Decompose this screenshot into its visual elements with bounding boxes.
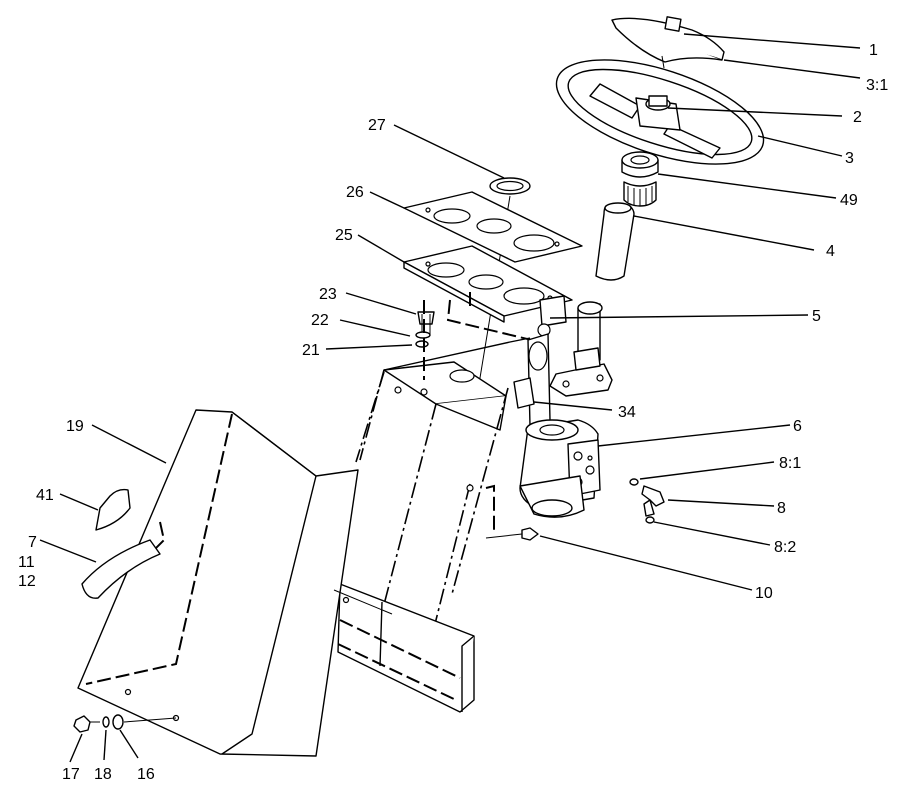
column-frame-part: [355, 371, 509, 661]
handle-7-part: [81, 539, 161, 599]
decal-part: [513, 377, 535, 409]
fitting-group: [629, 478, 665, 524]
callout-41: 41: [36, 487, 54, 504]
support-plate-part: [383, 300, 507, 431]
lower-tube-part: [337, 583, 475, 713]
callout-10: 10: [755, 585, 773, 602]
callout-12: 12: [18, 573, 36, 590]
callout-25: 25: [335, 227, 353, 244]
callout-22: 22: [311, 312, 329, 329]
steering-wheel-part: [555, 59, 765, 165]
callout-1: 1: [869, 42, 878, 59]
column-tube-part: [549, 301, 613, 397]
gasket-plate-part: [403, 191, 583, 263]
callout-17: 17: [62, 766, 80, 783]
callout-21: 21: [302, 342, 320, 359]
callout-8-1: 8:1: [779, 455, 801, 472]
callout-3-1: 3:1: [866, 77, 888, 94]
fastener-group: [73, 714, 177, 733]
callout-26: 26: [346, 184, 364, 201]
bolt-part: [485, 527, 539, 541]
callout-34: 34: [618, 404, 636, 421]
callout-5: 5: [812, 308, 821, 325]
callout-16: 16: [137, 766, 155, 783]
callout-7: 7: [28, 534, 37, 551]
callout-8: 8: [777, 500, 786, 517]
callout-27: 27: [368, 117, 386, 134]
bushing-part: [621, 151, 659, 207]
callout-11: 11: [18, 554, 35, 571]
callout-19: 19: [66, 418, 84, 435]
callout-6: 6: [793, 418, 802, 435]
steering-valve-part: [519, 419, 601, 518]
decal-41-part: [95, 488, 131, 531]
callout-23: 23: [319, 286, 337, 303]
dash-cover-part: [77, 409, 393, 757]
column-bracket-part: [359, 292, 567, 461]
callout-18: 18: [94, 766, 112, 783]
mount-plate-part: [403, 245, 573, 323]
callout-2: 2: [853, 109, 862, 126]
callout-8-2: 8:2: [774, 539, 796, 556]
column-shaft-part: [595, 202, 635, 281]
callout-4: 4: [826, 243, 835, 260]
callout-labels: 1 3:1 2 3 49 4 27 26 25 23 22 21 5 34 6 …: [18, 42, 888, 783]
callout-3: 3: [845, 150, 854, 167]
seal-part: [489, 177, 531, 195]
callout-49: 49: [840, 192, 858, 209]
wheel-cap-part: [611, 16, 725, 69]
leader-lines: [39, 33, 861, 763]
